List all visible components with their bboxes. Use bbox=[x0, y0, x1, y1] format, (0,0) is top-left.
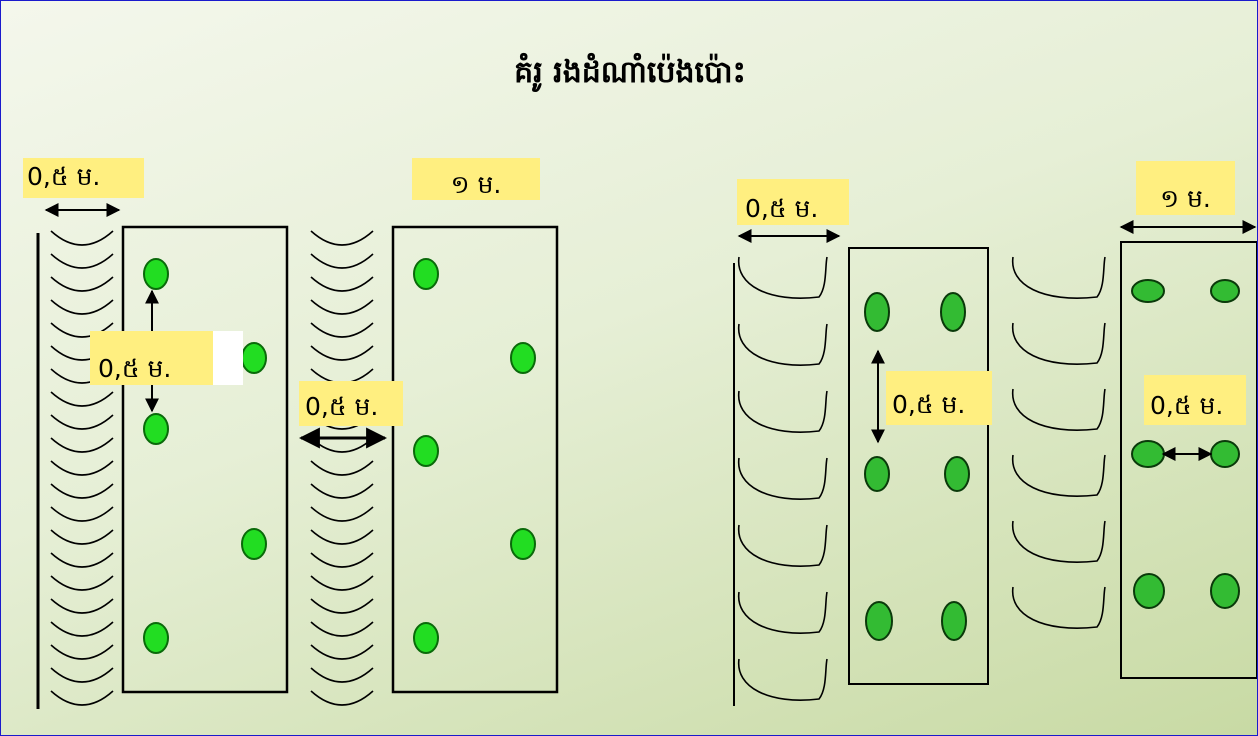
furrow-mark bbox=[738, 323, 828, 366]
furrow-mark bbox=[1011, 388, 1106, 431]
furrow-mark bbox=[738, 457, 828, 500]
plant-dot bbox=[1133, 573, 1165, 609]
plant-dot bbox=[413, 258, 439, 290]
furrow-mark bbox=[50, 322, 114, 338]
plant-dot bbox=[1131, 440, 1165, 468]
furrow-mark bbox=[310, 552, 374, 568]
furrow-mark bbox=[1011, 586, 1106, 629]
right-row-spacing-label: 0,៥ ម. bbox=[886, 371, 992, 425]
plant-dot bbox=[510, 342, 536, 374]
left-plant-spacing-label: 0,៥ ម. bbox=[90, 331, 213, 385]
plant-dot bbox=[864, 292, 890, 332]
furrow-mark bbox=[310, 598, 374, 614]
furrow-mark bbox=[310, 644, 374, 660]
right-furrow-marks-2 bbox=[1011, 256, 1106, 629]
furrow-mark bbox=[50, 460, 114, 476]
furrow-mark bbox=[738, 658, 828, 701]
furrow-mark bbox=[310, 437, 374, 453]
furrow-mark bbox=[50, 437, 114, 453]
furrow-mark bbox=[50, 276, 114, 292]
furrow-mark bbox=[1011, 322, 1106, 365]
furrow-mark bbox=[50, 414, 114, 430]
right-bed-1 bbox=[848, 247, 989, 685]
right-bed-width-label: ១ ម. bbox=[1136, 161, 1235, 215]
plant-dot bbox=[241, 528, 267, 560]
furrow-mark bbox=[50, 621, 114, 637]
left-furrow-gap-label: 0,៥ ម. bbox=[299, 381, 403, 426]
left-furrow-marks-1 bbox=[50, 230, 114, 706]
right-bed-2 bbox=[1120, 241, 1257, 679]
furrow-mark bbox=[50, 552, 114, 568]
furrow-mark bbox=[738, 591, 828, 634]
left-furrow-width-label: 0,៥ ម. bbox=[23, 158, 144, 198]
plant-dot bbox=[143, 413, 169, 445]
left-bed-width-label: ១ ម. bbox=[412, 158, 540, 200]
diagram-title: គំរូ រងដំណាំប៉េងប៉ោះ bbox=[514, 55, 746, 90]
furrow-mark bbox=[310, 253, 374, 269]
furrow-mark bbox=[310, 506, 374, 522]
left-planting-diagram bbox=[36, 203, 559, 709]
furrow-mark bbox=[50, 529, 114, 545]
plant-dot bbox=[1210, 440, 1240, 468]
furrow-mark bbox=[310, 529, 374, 545]
plant-dot bbox=[1131, 279, 1165, 303]
left-furrow-marks-2 bbox=[310, 230, 374, 706]
furrow-mark bbox=[50, 391, 114, 407]
right-furrow-marks-1 bbox=[738, 256, 828, 701]
furrow-mark bbox=[50, 483, 114, 499]
furrow-mark bbox=[50, 598, 114, 614]
furrow-mark bbox=[50, 506, 114, 522]
furrow-mark bbox=[50, 690, 114, 706]
furrow-mark bbox=[310, 230, 374, 246]
plant-dot bbox=[865, 601, 893, 641]
left-bed-2 bbox=[391, 225, 559, 694]
furrow-mark bbox=[310, 690, 374, 706]
plant-dot bbox=[241, 342, 267, 374]
plant-dot bbox=[1210, 573, 1240, 609]
plant-dot bbox=[413, 435, 439, 467]
furrow-mark bbox=[310, 276, 374, 292]
furrow-mark bbox=[310, 667, 374, 683]
furrow-mark bbox=[1011, 454, 1106, 497]
furrow-mark bbox=[310, 299, 374, 315]
plant-dot bbox=[143, 258, 169, 290]
furrow-mark bbox=[50, 230, 114, 246]
plant-dot bbox=[413, 622, 439, 654]
plant-dot bbox=[864, 456, 890, 492]
furrow-mark bbox=[738, 256, 828, 299]
furrow-mark bbox=[50, 253, 114, 269]
furrow-mark bbox=[1011, 256, 1106, 299]
furrow-mark bbox=[310, 345, 374, 361]
furrow-mark bbox=[50, 299, 114, 315]
plant-dot bbox=[510, 528, 536, 560]
furrow-mark bbox=[1011, 520, 1106, 563]
left-bed-1 bbox=[121, 225, 289, 694]
furrow-mark bbox=[50, 644, 114, 660]
right-plant-spacing-label: 0,៥ ម. bbox=[1144, 375, 1246, 425]
plant-dot bbox=[940, 292, 966, 332]
plant-dot bbox=[1210, 279, 1240, 303]
furrow-mark bbox=[738, 524, 828, 567]
right-furrow-width-label: 0,៥ ម. bbox=[737, 179, 849, 225]
furrow-mark bbox=[310, 460, 374, 476]
plant-dot bbox=[941, 601, 967, 641]
plant-dot bbox=[143, 622, 169, 654]
furrow-mark bbox=[310, 621, 374, 637]
plant-dot bbox=[944, 456, 970, 492]
furrow-mark bbox=[50, 667, 114, 683]
furrow-mark bbox=[310, 483, 374, 499]
furrow-mark bbox=[310, 575, 374, 591]
right-planting-diagram bbox=[733, 220, 1257, 706]
furrow-mark bbox=[738, 390, 828, 433]
furrow-mark bbox=[50, 575, 114, 591]
furrow-mark bbox=[310, 322, 374, 338]
